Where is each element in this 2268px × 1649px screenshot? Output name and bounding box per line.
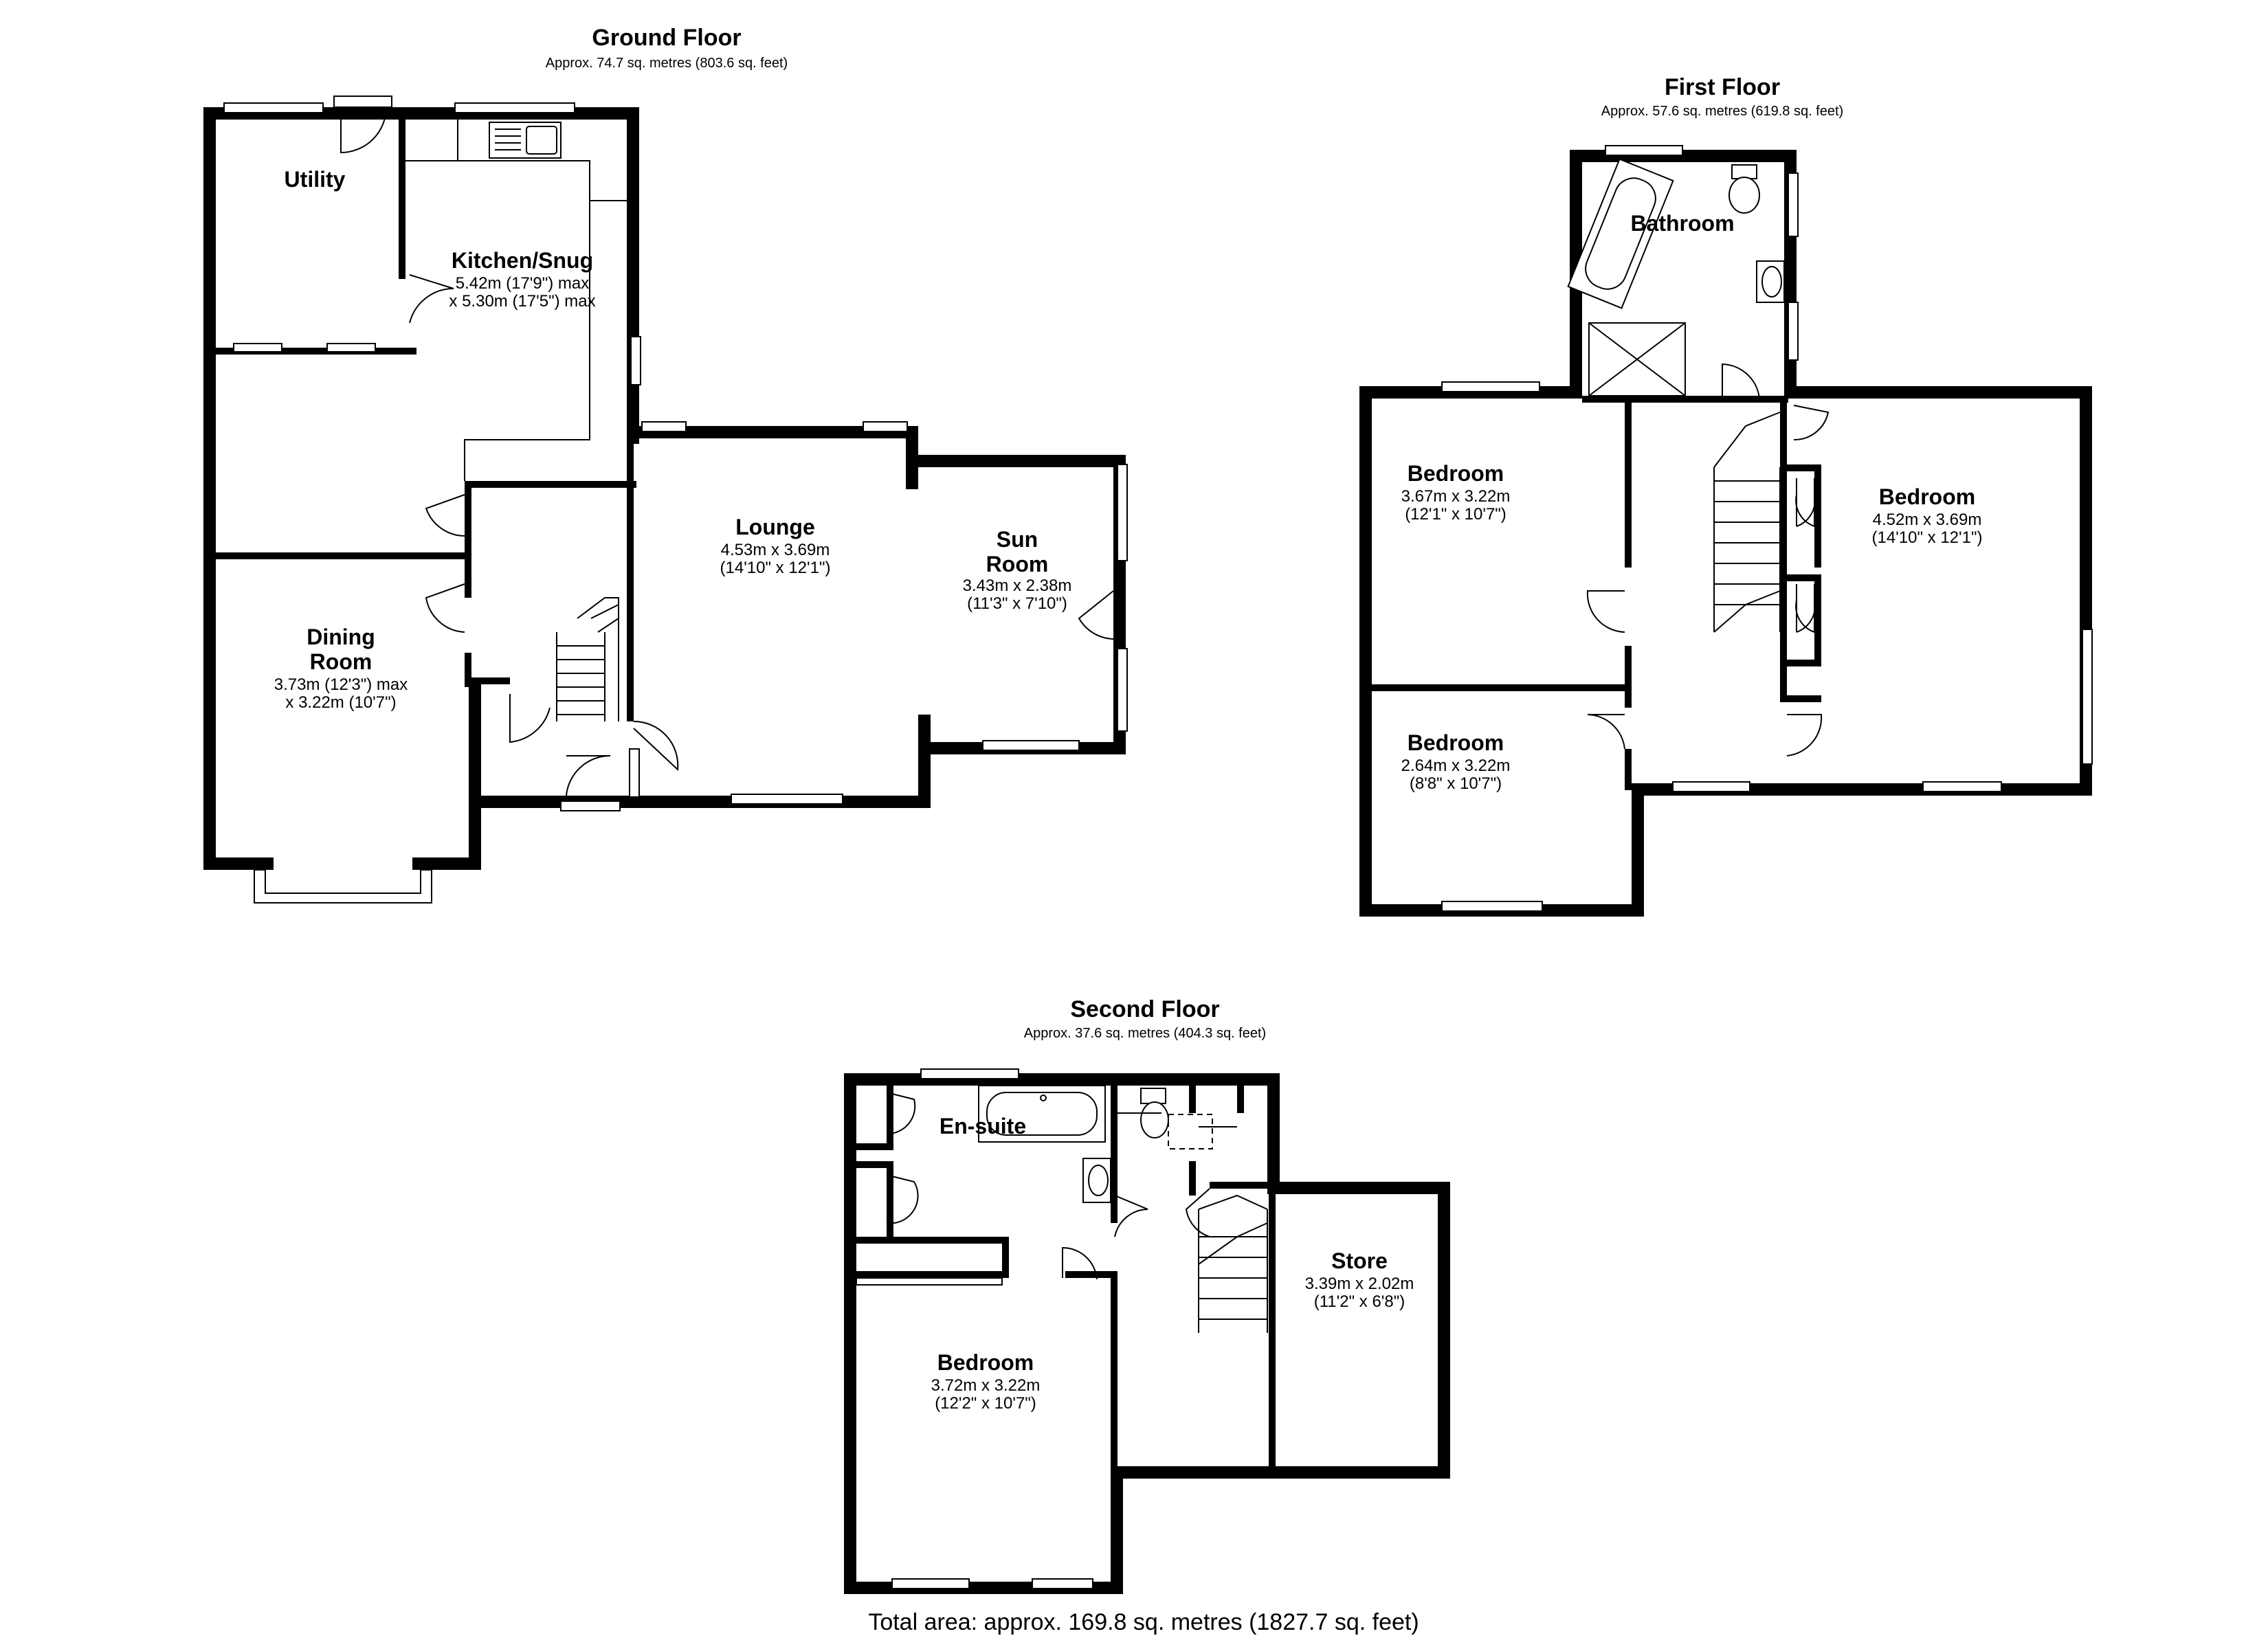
basin-icon	[1756, 260, 1785, 303]
room-dim-bedroom-4a: 3.72m x 3.22m	[931, 1376, 1041, 1395]
room-name-utility: Utility	[285, 167, 346, 192]
room-dim-kitchen-1: 5.42m (17'9") max	[456, 274, 590, 293]
room-name-sun: Sun	[997, 527, 1038, 552]
room-name-store: Store	[1331, 1248, 1388, 1273]
room-name-bedroom-1: Bedroom	[1408, 461, 1504, 486]
room-name-bedroom-3: Bedroom	[1408, 730, 1504, 755]
first-floor-labels: Bathroom Bedroom 3.67m x 3.22m (12'1" x …	[1401, 211, 1983, 793]
room-name-bedroom-2: Bedroom	[1879, 484, 1975, 509]
room-name-kitchen-snug: Kitchen/Snug	[452, 248, 593, 273]
room-dim-dining-1: 3.73m (12'3") max	[274, 675, 408, 694]
ground-floor-fixtures	[333, 96, 1114, 798]
first-stairs-icon	[1713, 412, 1781, 633]
room-dim-bedroom-4b: (12'2" x 10'7")	[935, 1394, 1036, 1413]
second-floor-plan: Second Floor Approx. 37.6 sq. metres (40…	[844, 996, 1450, 1594]
room-dim-sun-2: (11'3" x 7'10")	[967, 594, 1067, 613]
ground-floor-plan: Ground Floor Approx. 74.7 sq. metres (80…	[203, 25, 1128, 904]
room-dim-bedroom-3b: (8'8" x 10'7")	[1410, 774, 1502, 793]
room-name-dining: Dining	[307, 625, 375, 649]
toilet-icon	[1728, 164, 1760, 214]
room-dim-bedroom-2a: 4.52m x 3.69m	[1873, 511, 1982, 529]
first-floor-area: Approx. 57.6 sq. metres (619.8 sq. feet)	[1601, 104, 1843, 119]
shower-icon	[1588, 322, 1686, 396]
second-floor-title: Second Floor	[1070, 996, 1219, 1022]
room-dim-lounge-1: 4.53m x 3.69m	[721, 541, 830, 559]
second-floor-fixtures	[856, 1085, 1268, 1333]
room-name-dining-2: Room	[310, 649, 373, 674]
utility-back-door-icon	[340, 106, 387, 154]
ground-floor-title: Ground Floor	[592, 25, 741, 51]
second-stairs-icon	[1198, 1194, 1268, 1333]
first-floor-fixtures	[1567, 158, 1830, 756]
first-floor-windows	[1441, 145, 2093, 912]
ensuite-basin-icon	[1082, 1158, 1111, 1203]
ground-floor-walls	[203, 107, 1126, 870]
ground-floor-windows	[223, 102, 1128, 904]
room-dim-bedroom-1a: 3.67m x 3.22m	[1401, 487, 1511, 506]
first-floor-plan: First Floor Approx. 57.6 sq. metres (619…	[1359, 74, 2093, 917]
room-dim-store-1: 3.39m x 2.02m	[1305, 1275, 1414, 1293]
room-name-sun-2: Room	[986, 552, 1049, 576]
ground-stairs-icon	[556, 597, 619, 721]
dashed-unit-icon	[1168, 1114, 1213, 1149]
ensuite-toilet-icon	[1140, 1088, 1169, 1138]
total-area: Total area: approx. 169.8 sq. metres (18…	[868, 1609, 1419, 1635]
room-name-lounge: Lounge	[735, 515, 815, 539]
ensuite-bath-icon	[978, 1085, 1106, 1143]
second-floor-labels: En-suite Store 3.39m x 2.02m (11'2" x 6'…	[931, 1114, 1414, 1413]
ground-floor-area: Approx. 74.7 sq. metres (803.6 sq. feet)	[546, 56, 788, 71]
second-floor-windows	[891, 1068, 1093, 1589]
room-dim-sun-1: 3.43m x 2.38m	[963, 576, 1072, 595]
bath-icon	[1567, 158, 1674, 309]
ground-floor-labels: Utility Kitchen/Snug 5.42m (17'9") max x…	[274, 167, 1072, 712]
room-dim-dining-2: x 3.22m (10'7")	[285, 693, 396, 712]
room-name-bedroom-4: Bedroom	[937, 1350, 1034, 1375]
room-dim-bedroom-2b: (14'10" x 12'1")	[1872, 528, 1983, 547]
room-name-bathroom: Bathroom	[1630, 211, 1734, 236]
kitchen-door-icon	[409, 274, 454, 324]
room-dim-bedroom-3a: 2.64m x 3.22m	[1401, 756, 1511, 775]
second-floor-walls	[844, 1073, 1450, 1594]
room-name-ensuite: En-suite	[940, 1114, 1026, 1138]
first-floor-title: First Floor	[1665, 74, 1780, 100]
second-floor-area: Approx. 37.6 sq. metres (404.3 sq. feet)	[1024, 1026, 1266, 1041]
room-dim-kitchen-2: x 5.30m (17'5") max	[449, 292, 595, 311]
room-dim-lounge-2: (14'10" x 12'1")	[720, 559, 831, 577]
room-dim-store-2: (11'2" x 6'8")	[1314, 1292, 1405, 1311]
room-dim-bedroom-1b: (12'1" x 10'7")	[1405, 505, 1507, 524]
